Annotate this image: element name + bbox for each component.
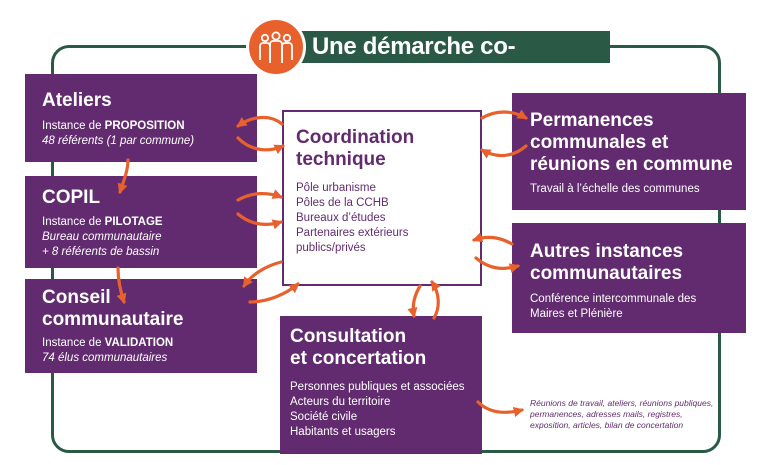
arrow-copil-to-conseil [116,266,127,304]
permanences-title-2: communales et [530,132,669,153]
autres-title-1: Autres instances [530,241,684,262]
permanences-box: Permanences communales et réunions en co… [512,93,746,210]
page-title: Une démarche co-construite [298,31,610,92]
copil-detail-1: Bureau communautaire [42,231,162,243]
consultation-item: Habitants et usagers [290,426,396,438]
coordination-item: Partenaires extérieurs [296,227,409,239]
coordination-item: Pôles de la CCHB [296,197,389,209]
arrow-coordination-to-conseil [242,260,283,288]
autres-detail-1: Conférence intercommunale des [530,293,697,305]
arrow-copil-to-coordination-2 [236,212,283,230]
arrow-autres-to-coordination [472,232,514,246]
consultation-title-2: et concertation [290,348,427,369]
coordination-item: publics/privés [296,242,366,254]
conseil-title-2: communautaire [42,309,184,330]
autres-instances-box: Autres instances communautaires Conféren… [512,223,746,333]
badge [246,17,306,77]
ateliers-title: Ateliers [42,90,112,111]
coordination-title-1: Coordination [296,127,415,148]
coordination-title-2: technique [296,149,386,170]
note-line: exposition, articles, bilan de concertat… [530,420,684,430]
permanences-title-1: Permanences [530,110,654,131]
coordination-item: Pôle urbanisme [296,182,376,194]
ateliers-instance: Instance de PROPOSITION [42,120,185,132]
permanences-title-3: réunions en commune [530,154,733,175]
coordination-box: Coordination technique Pôle urbanisme Pô… [282,110,482,286]
consultation-item: Société civile [290,411,358,423]
coordination-item: Bureaux d’études [296,212,386,224]
arrow-ateliers-to-copil [117,158,130,194]
conseil-title-1: Conseil [42,287,111,308]
arrow-permanences-to-coordination [480,144,528,159]
autres-detail-2: Maires et Plénière [530,308,623,320]
permanences-detail: Travail à l’échelle des communes [530,183,700,195]
arrow-coordination-to-permanences [480,109,528,120]
note-line: permanences, adresses mails, registres, [530,409,683,419]
arrow-coordination-to-ateliers [236,115,284,128]
ateliers-box: Ateliers Instance de PROPOSITION 48 réfé… [25,74,257,162]
arrow-conseil-to-coordination [248,282,300,304]
arrow-copil-to-coordination-1 [236,189,283,202]
copil-box: COPIL Instance de PILOTAGE Bureau commun… [25,176,257,268]
arrow-coordination-to-consultation [407,284,422,319]
note-line: Réunions de travail, ateliers, réunions … [530,398,714,408]
people-group-icon [259,31,293,63]
consultation-item: Acteurs du territoire [290,396,391,408]
copil-title: COPIL [42,187,101,208]
consultation-item: Personnes publiques et associées [290,381,465,393]
conseil-detail: 74 élus communautaires [42,352,168,364]
conseil-instance: Instance de VALIDATION [42,337,174,349]
consultation-box: Consultation et concertation Personnes p… [280,316,482,454]
autres-title-2: communautaires [530,263,683,284]
ateliers-detail: 48 référents (1 par commune) [42,135,195,147]
arrow-coordination-to-autres [474,256,520,274]
arrow-consultation-to-note [476,400,524,417]
consultation-title-1: Consultation [290,326,407,347]
arrow-consultation-to-coordination [430,280,441,320]
copil-detail-2: + 8 référents de bassin [42,246,160,258]
arrow-ateliers-to-coordination [236,136,285,155]
conseil-box: Conseil communautaire Instance de VALIDA… [25,279,257,373]
concertation-note: Réunions de travail, ateliers, réunions … [530,398,730,431]
copil-instance: Instance de PILOTAGE [42,216,163,228]
